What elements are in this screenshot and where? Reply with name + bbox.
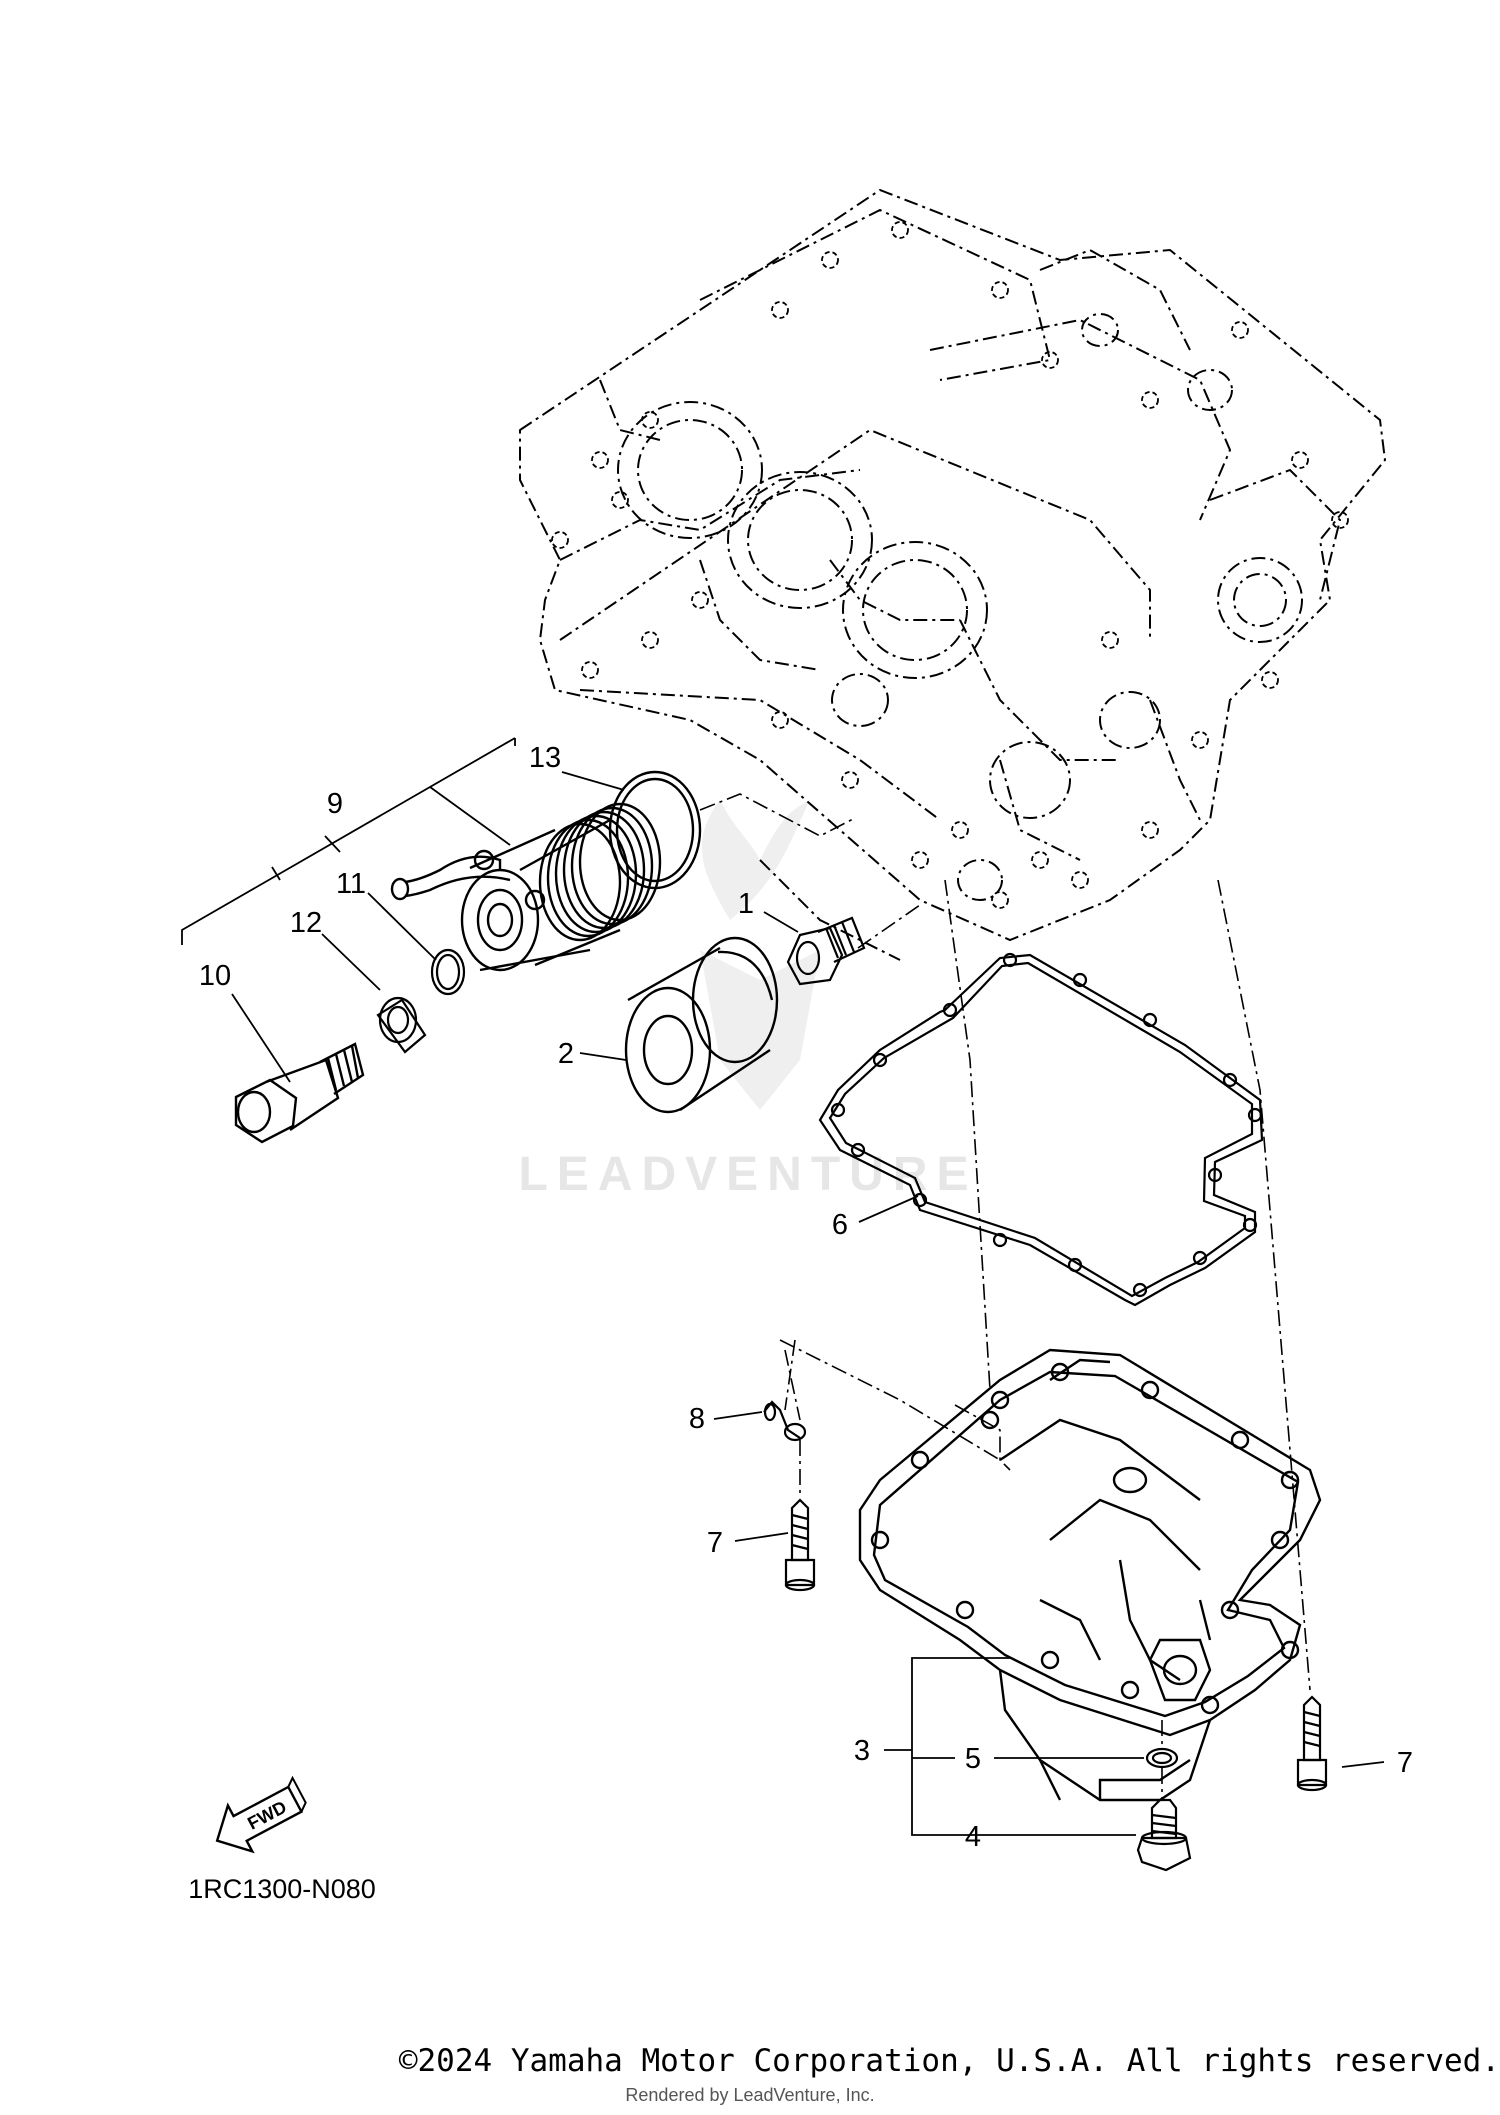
callout-5: 5	[965, 1743, 981, 1775]
callout-1: 1	[738, 888, 754, 920]
callout-12: 12	[290, 907, 322, 939]
callout-7-left: 7	[707, 1527, 723, 1559]
leader-lines	[181, 737, 1385, 1836]
callout-11: 11	[336, 868, 366, 900]
washer-12	[376, 996, 427, 1054]
bolt-7-left	[784, 1498, 816, 1592]
gasket-6	[818, 952, 1264, 1307]
copyright-notice: ©2024 Yamaha Motor Corporation, U.S.A. A…	[398, 2043, 1500, 2079]
gasket-5	[1145, 1747, 1179, 1769]
watermark-logo-icon	[700, 800, 820, 1110]
callout-13: 13	[529, 742, 561, 774]
fwd-arrow-icon: FWD	[215, 1775, 307, 1854]
block-bosses	[551, 221, 1349, 909]
callout-3: 3	[854, 1735, 870, 1767]
union-bolt-10	[234, 1042, 365, 1144]
drain-bolt-4	[1136, 1798, 1192, 1872]
callout-labels: 1 2 3 4 5 6 7 7 8 9 10 11 12 13	[199, 742, 1413, 1853]
callout-7-right: 7	[1397, 1747, 1413, 1779]
oil-cooler	[390, 802, 662, 972]
callout-4: 4	[965, 1821, 981, 1853]
callout-8: 8	[689, 1403, 705, 1435]
cylinder-bores	[617, 313, 1303, 901]
alignment-lines	[699, 793, 1311, 1798]
rendered-by-notice: Rendered by LeadVenture, Inc.	[625, 2085, 875, 2105]
oil-pan-3	[858, 1348, 1322, 1802]
oil-filter-2	[624, 936, 779, 1114]
o-ring-13	[608, 770, 702, 890]
crankcase-block	[519, 188, 1387, 961]
callout-6: 6	[832, 1209, 848, 1241]
callout-9: 9	[327, 788, 343, 820]
watermark-text: LEADVENTURE	[518, 1148, 977, 1201]
union-bolt-1	[786, 916, 866, 986]
clamp-8	[763, 1400, 807, 1442]
callout-10: 10	[199, 960, 231, 992]
diagram-code: 1RC1300-N080	[188, 1874, 376, 1904]
watermark: LEADVENTURE	[518, 800, 977, 1201]
callout-2: 2	[558, 1038, 574, 1070]
o-ring-11	[430, 948, 466, 996]
bolt-7-right	[1296, 1695, 1328, 1792]
